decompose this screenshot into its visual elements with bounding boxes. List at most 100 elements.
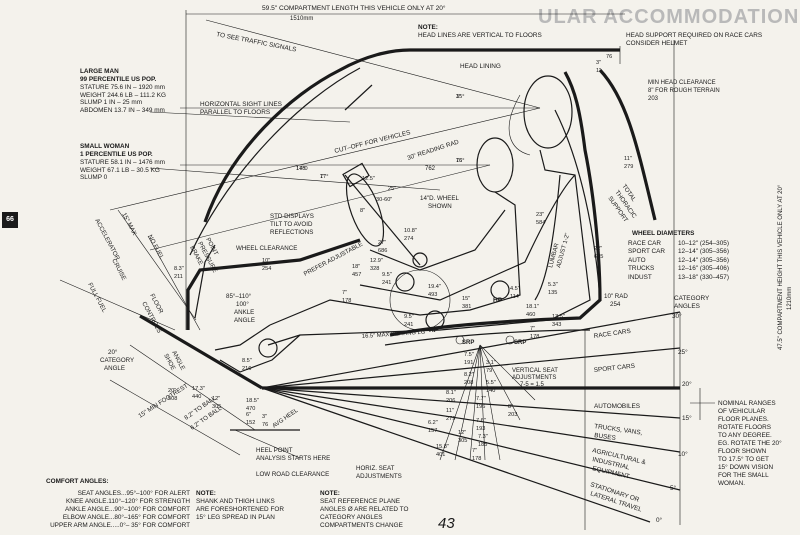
small-woman-title-2: 1 PERCENTILE US POP. (80, 150, 153, 158)
shank-note-line-1: SHANK AND THIGH LINKS (196, 498, 275, 505)
head-lining-label: HEAD LINING (460, 63, 501, 70)
dimension-value: 3.1" (486, 360, 496, 366)
sight-line-traffic (205, 19, 541, 109)
std-displays-label: STD DISPLAYS (270, 213, 314, 220)
dimension-value: 76 (262, 422, 268, 428)
seat-back-edge (598, 68, 657, 221)
dimension-value: 17° (320, 174, 328, 180)
wheel-row-diameter: 12–14" (305–356) (678, 248, 729, 256)
dimension-value: 493 (428, 292, 437, 298)
dimension-value: 7.5" (464, 352, 474, 358)
seat-note-line-3: CATEGORY ANGLES (320, 514, 383, 521)
category-angles-label: CATEGORY (674, 295, 710, 302)
horiz-seat-label-2: ADJUSTMENTS (356, 473, 402, 480)
dimension-value: 203 (508, 412, 517, 418)
dimension-value: 1" (596, 68, 601, 74)
dimension-value: 11" (624, 156, 632, 162)
dimension-value: 12.5" (362, 176, 375, 182)
dimension-value: 7" (342, 290, 347, 296)
wheel-row-vehicle: INDUST (628, 273, 652, 281)
wheel-row-diameter: 13–18" (330–457) (678, 273, 729, 281)
low-road-clearance-label: LOW ROAD CLEARANCE (256, 471, 329, 478)
dimension-value: 8.1" (446, 390, 456, 396)
dimension-value: 12" (458, 430, 466, 436)
dimension-value: 206 (446, 398, 455, 404)
knee-joint (395, 272, 415, 292)
dimension-value: 15.8" (436, 444, 449, 450)
dimension-value: 8.3" (174, 266, 184, 272)
nominal-line-8: 15° DOWN VISION (718, 464, 774, 471)
wheel-row-vehicle: SPORT CAR (628, 248, 666, 256)
large-man-stature: STATURE 75.6 IN – 1920 mm (80, 84, 165, 91)
angle-20: 20° (682, 380, 692, 388)
dimension-value: 114 (510, 294, 519, 300)
footrest-dim-line (109, 379, 241, 456)
nominal-line-1: OF VEHICULAR (718, 408, 766, 415)
rad-mm: 254 (610, 301, 621, 308)
dimension-value: 178 (342, 298, 351, 304)
small-woman-stature: STATURE 58.1 IN – 1476 mm (80, 159, 165, 166)
heel-point-label-2: ANALYSIS STARTS HERE (256, 455, 330, 462)
seat-note-line-0: NOTE: (320, 490, 340, 497)
large-man-torso-line (534, 174, 561, 301)
elbow-joint (412, 252, 428, 268)
dimension-value: 274 (404, 236, 413, 242)
dimension-value: 7" (472, 448, 477, 454)
dimension-value: 19.4" (428, 284, 441, 290)
dimension-value: 14°0 (296, 166, 308, 172)
wheel-row-vehicle: AUTO (628, 256, 646, 264)
dimension-value: 12.9" (370, 258, 383, 264)
windshield-line (189, 67, 361, 256)
max-seating-label: 16.5" MAX SEATING LG (362, 330, 426, 340)
large-man-head (523, 75, 573, 149)
dimension-value: 6" (246, 412, 251, 418)
dimension-value: 135 (548, 290, 557, 296)
ankle-joint (258, 338, 278, 358)
dimension-value: 18.5" (246, 398, 259, 404)
handwritten-mark: 43 (438, 515, 455, 532)
dimension-value: 328 (370, 266, 379, 272)
avg-heel-label: AVG HEEL (272, 407, 300, 429)
shank-note-line-3: 15° LEG SPREAD IN PLAN (196, 514, 275, 521)
dimension-value: 7.7" (476, 396, 486, 402)
header-ghost-text: ULAR ACCOMMODATION (538, 6, 800, 28)
large-man-weight: WEIGHT 244.6 LB – 111.2 KG (80, 91, 166, 99)
sight-lines-label: HORIZONTAL SIGHT LINES (200, 101, 282, 108)
nominal-line-0: NOMINAL RANGES (718, 400, 776, 407)
roof-line (203, 48, 620, 223)
dimension-value: 470 (246, 406, 255, 412)
comfort-line-2: ANKLE ANGLE...90°–100° FOR COMFORT (64, 506, 190, 513)
cutoff-label: CUT–OFF FOR VEHICLES (334, 129, 411, 155)
dimension-value: 30-60" (376, 197, 392, 203)
dimension-value: 76 (456, 158, 462, 164)
dimension-value: 178 (530, 334, 539, 340)
seat-note-line-2: ANGLES Ø ARE RELATED TO (320, 506, 409, 513)
dimension-value: 3" (262, 414, 267, 420)
dimension-value: 191 (464, 360, 473, 366)
category-sport-cars: SPORT CARS (593, 363, 635, 374)
category-angle-label: CATEGORY (100, 357, 134, 364)
steering-wheel (345, 173, 385, 247)
dimension-value: 305 (212, 404, 221, 410)
mirror-mark (344, 84, 373, 111)
wheel-row-diameter: 12–16" (305–406) (678, 265, 729, 273)
wheel-row: INDUST 13–18" (330–457) (628, 274, 729, 282)
category-line-30 (261, 311, 681, 389)
srp-label-b: SRP (514, 340, 526, 346)
dimension-value: 15° (456, 158, 464, 164)
min-head-clearance-label: MIN HEAD CLEARANCE (648, 80, 716, 86)
nominal-line-7: TO 17.5° TO GET (718, 456, 769, 463)
dimension-value: 381 (462, 304, 471, 310)
top-note-text: HEAD LINES ARE VERTICAL TO FLOORS (418, 31, 542, 39)
srp-point-a (455, 335, 465, 345)
dimension-value: 193 (476, 426, 485, 432)
full-fuel-line (59, 279, 176, 331)
comfort-line-3: ELBOW ANGLE...80°–165° FOR COMFORT (62, 514, 190, 521)
compartment-length-label: 59.5" COMPARTMENT LENGTH THIS VEHICLE ON… (262, 4, 446, 12)
compartment-length-mm: 1510mm (290, 16, 313, 22)
